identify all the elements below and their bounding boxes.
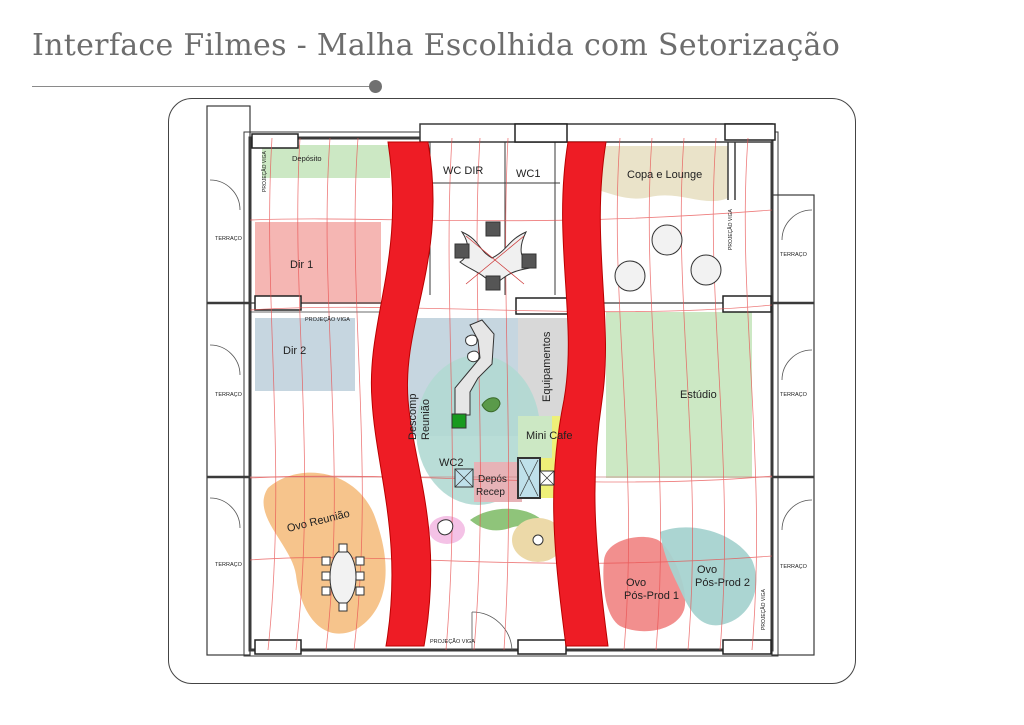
label-terraco: TERRAÇO <box>215 392 243 398</box>
label-beam-projection: PROJEÇÃO VIGA <box>430 638 475 645</box>
label-terraco: TERRAÇO <box>780 392 808 398</box>
label-deposito: Depósito <box>292 154 322 163</box>
label-pos2-line: Ovo <box>697 564 717 576</box>
title-dot <box>369 80 382 93</box>
zone-ovo-pos1 <box>603 536 686 632</box>
zone-copa <box>598 146 728 202</box>
doors <box>209 179 813 651</box>
red-band-left <box>370 141 434 647</box>
round-table-dir <box>454 221 537 291</box>
label-ovo-pos2: Ovo Pós-Prod 2 <box>695 564 750 589</box>
drawing-frame <box>168 98 856 684</box>
page-title: Interface Filmes - Malha Escolhida com S… <box>32 28 841 63</box>
label-wc2: WC2 <box>439 457 463 469</box>
label-beam-projection-vertical: PROJEÇÃO VIGA <box>760 588 767 630</box>
zone-mini-cafe-green <box>518 416 552 458</box>
label-terraco: TERRAÇO <box>215 236 243 242</box>
label-estudio: Estúdio <box>680 389 717 401</box>
reception-chairs <box>465 334 480 363</box>
label-descomp-line: Reunião <box>420 399 432 440</box>
zone-estudio <box>606 312 752 478</box>
meeting-chairs <box>321 543 365 612</box>
label-pos2-line: Pós-Prod 2 <box>695 577 750 589</box>
label-pos1-line: Ovo <box>626 577 646 589</box>
plant <box>481 397 501 413</box>
label-wc-dir: WC DIR <box>443 165 483 177</box>
zone-deposito <box>262 145 390 178</box>
round-seat <box>532 534 544 546</box>
grid-curves <box>250 138 772 650</box>
title-rule <box>32 86 374 87</box>
lounge-table-1 <box>651 224 683 256</box>
red-bands <box>370 141 609 647</box>
lounge-table-3 <box>690 254 722 286</box>
label-copa: Copa e Lounge <box>627 169 702 181</box>
green-cabinet <box>451 413 467 429</box>
label-terraco: TERRAÇO <box>215 562 243 568</box>
walls <box>206 105 815 657</box>
label-depos-line: Recep <box>476 487 505 498</box>
label-mini-cafe: Mini Cafe <box>526 430 572 442</box>
zone-depos-recep <box>474 462 522 502</box>
reception-desk <box>454 319 495 416</box>
label-wc1: WC1 <box>516 168 540 180</box>
zone-ovo-reuniao <box>263 472 386 634</box>
zone-ovo-pos2 <box>660 527 757 626</box>
meeting-table <box>329 549 357 605</box>
furniture <box>321 221 722 612</box>
label-dir2: Dir 2 <box>283 345 306 357</box>
label-terraco: TERRAÇO <box>780 564 808 570</box>
red-band-right <box>553 141 609 647</box>
label-descomp: Descomp Reunião <box>407 390 432 440</box>
label-ovo-pos1: Ovo Pós-Prod 1 <box>624 577 679 602</box>
label-beam-projection-vertical: PROJEÇÃO VIGA <box>727 208 734 250</box>
label-beam-projection-vertical: PROJEÇÃO VIGA <box>261 150 268 192</box>
label-pos1-line: Pós-Prod 1 <box>624 590 679 602</box>
columns <box>251 123 776 655</box>
label-equipamentos: Equipamentos <box>541 331 553 402</box>
label-dir1: Dir 1 <box>290 259 313 271</box>
label-depos-line: Depós <box>478 474 507 485</box>
label-terraco: TERRAÇO <box>780 252 808 258</box>
lounge-table-2 <box>614 260 646 292</box>
label-beam-projection: PROJEÇÃO VIGA <box>305 316 350 323</box>
zone-dir1 <box>255 222 381 304</box>
label-descomp-line: Descomp <box>407 394 419 440</box>
label-depos-recep: Depós Recep <box>476 474 510 498</box>
pink-chair <box>437 519 454 536</box>
